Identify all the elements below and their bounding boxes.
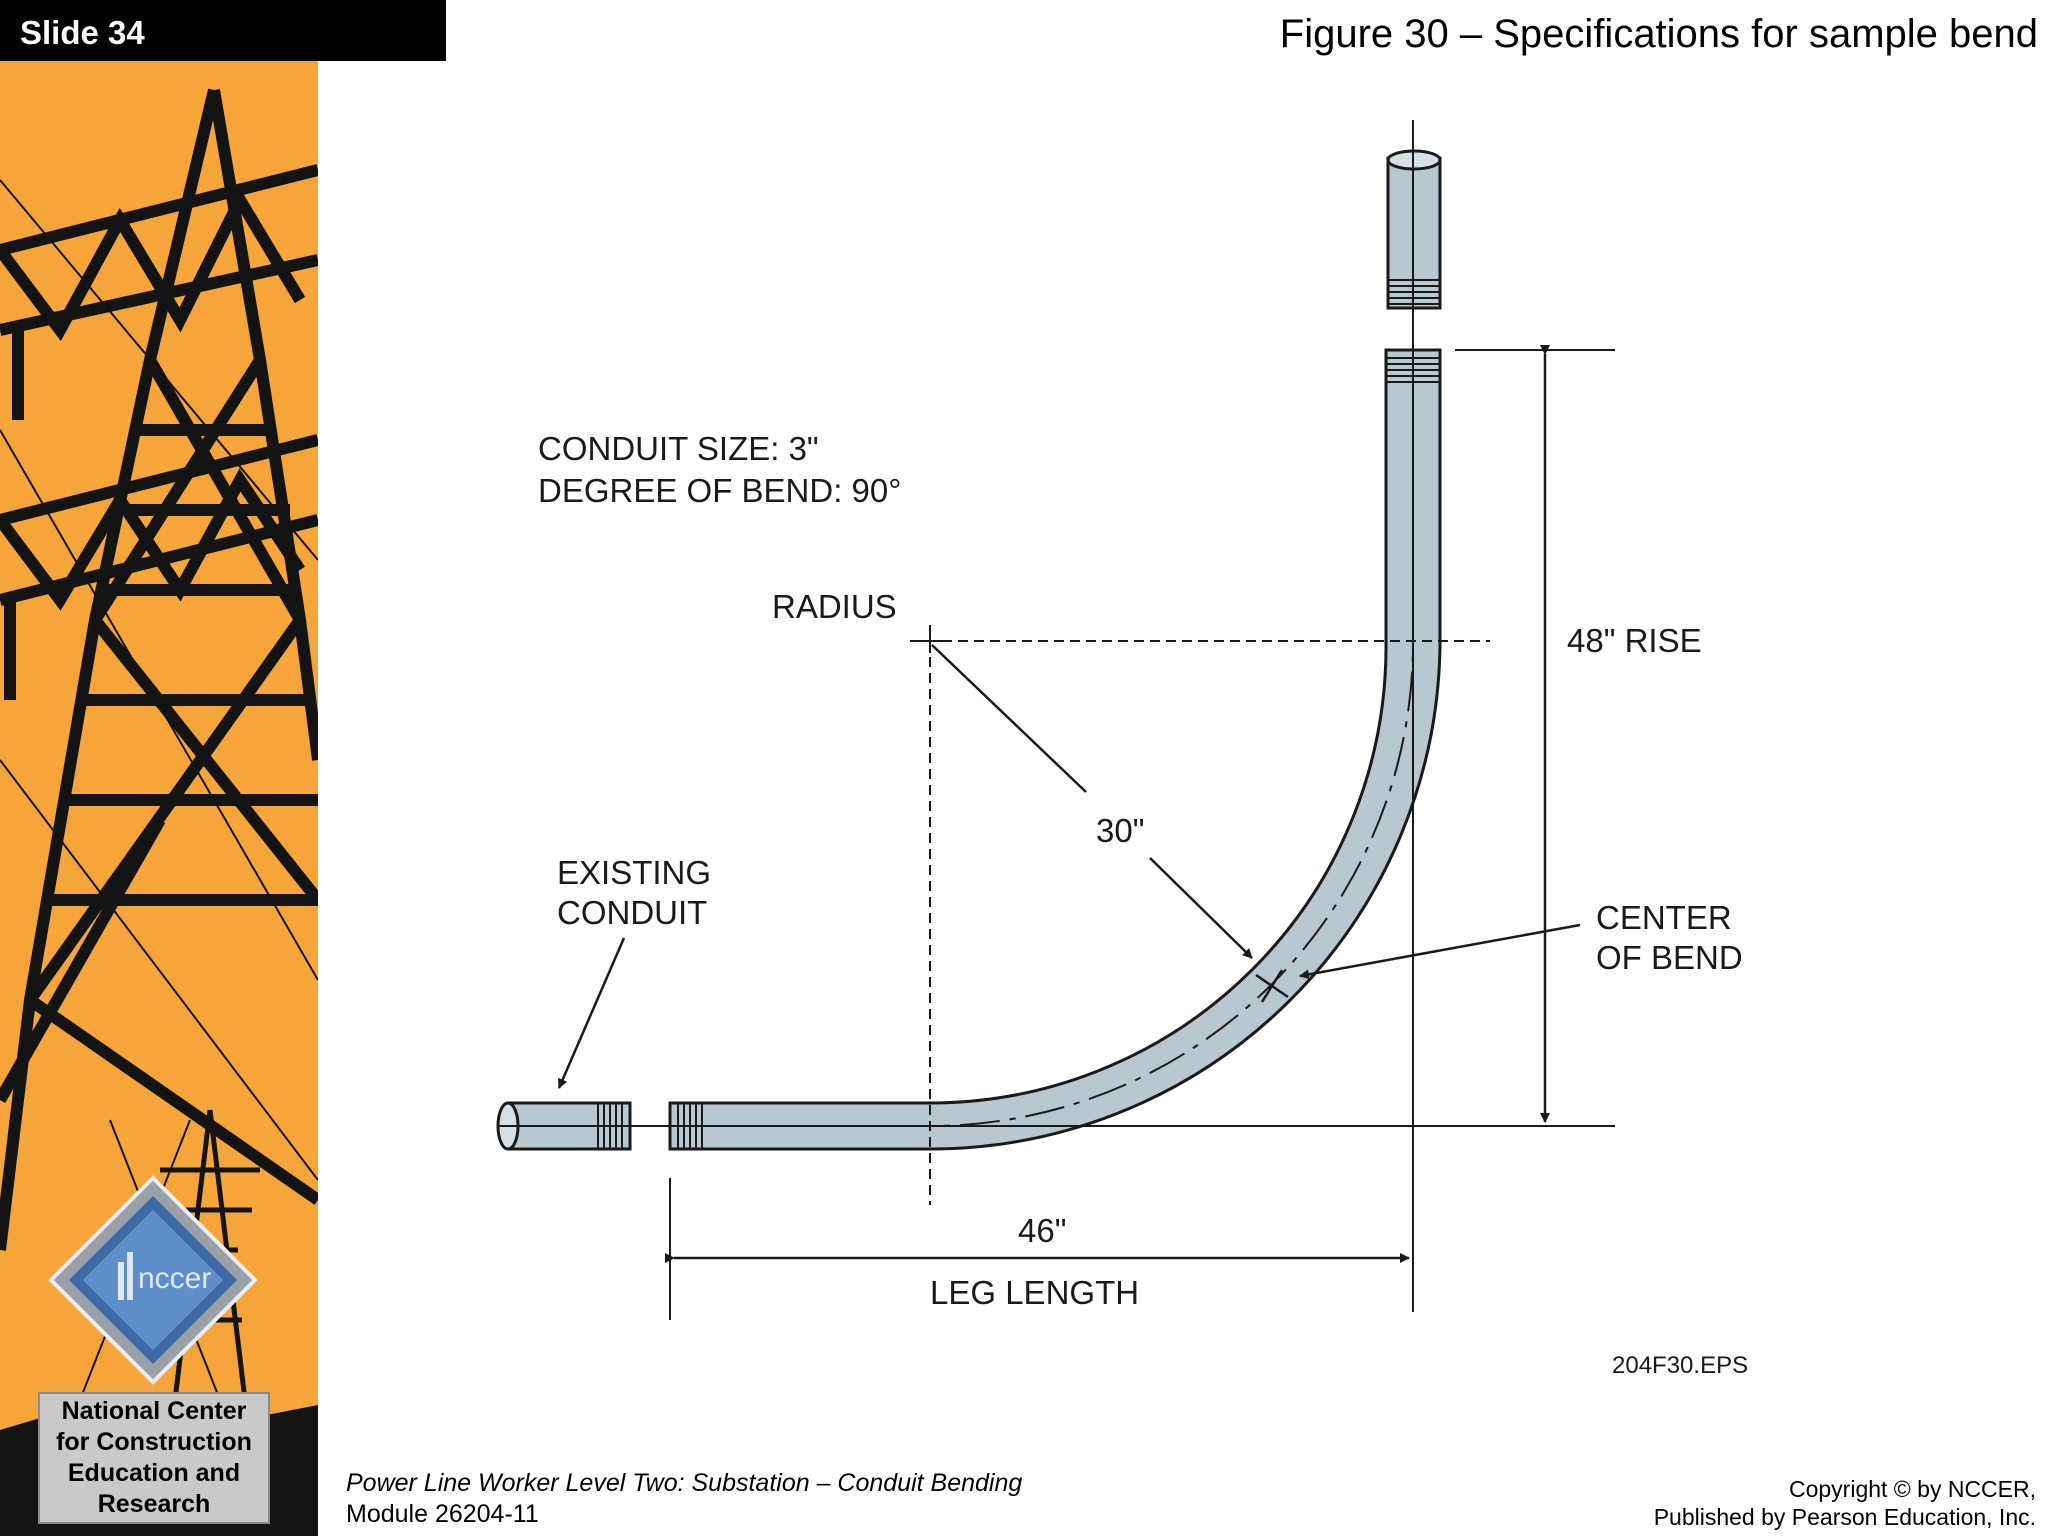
conduit-bend-diagram: CONDUIT SIZE: 3" DEGREE OF BEND: 90° RAD… (496, 118, 1748, 1379)
radius-dimension-line (931, 644, 1087, 793)
existing-conduit-label-line2: CONDUIT (557, 894, 707, 931)
sidebar-artwork: nccer (0, 0, 318, 1536)
nccer-logo-text: nccer (138, 1262, 211, 1295)
copyright-line2: Published by Pearson Education, Inc. (1653, 1504, 2036, 1530)
conduit-size-spec: CONDUIT SIZE: 3" (538, 430, 819, 467)
course-title: Power Line Worker Level Two: Substation … (346, 1469, 1023, 1497)
center-of-bend-mark (1255, 969, 1289, 1003)
leg-length-label: LEG LENGTH (930, 1274, 1139, 1311)
radius-dimension-arrow (1149, 857, 1253, 959)
radius-value-label: 30" (1096, 812, 1144, 849)
footer-course-info: Power Line Worker Level Two: Substation … (346, 1468, 1022, 1530)
rise-label: 48" RISE (1567, 622, 1702, 659)
leg-value-label: 46" (1018, 1212, 1066, 1249)
existing-conduit-arrow (557, 937, 626, 1089)
transmission-tower-icon: nccer (0, 88, 318, 1536)
radius-label: RADIUS (772, 588, 897, 625)
module-number: Module 26204-11 (346, 1500, 539, 1528)
radius-center-mark (918, 629, 942, 653)
bent-conduit (668, 348, 1442, 1151)
slide-number-label: Slide 34 (20, 14, 145, 51)
center-of-bend-label-line1: CENTER (1596, 899, 1732, 936)
footer-copyright: Copyright © by NCCER, Published by Pears… (1654, 1475, 2036, 1531)
center-of-bend-arrow (1299, 923, 1581, 980)
degree-of-bend-spec: DEGREE OF BEND: 90° (538, 472, 901, 509)
figure-file-name: 204F30.EPS (1612, 1352, 1748, 1379)
org-name: National Center for Construction Educati… (56, 1397, 252, 1518)
slide-number-tag: Slide 34 (0, 0, 446, 61)
existing-conduit-label-line1: EXISTING (557, 854, 711, 891)
slide-title: Figure 30 – Specifications for sample be… (1279, 12, 2038, 56)
nccer-logo (48, 1175, 258, 1385)
copyright-line1: Copyright © by NCCER, (1788, 1476, 2036, 1502)
org-name-box: National Center for Construction Educati… (38, 1392, 270, 1524)
center-of-bend-label-line2: OF BEND (1596, 939, 1743, 976)
